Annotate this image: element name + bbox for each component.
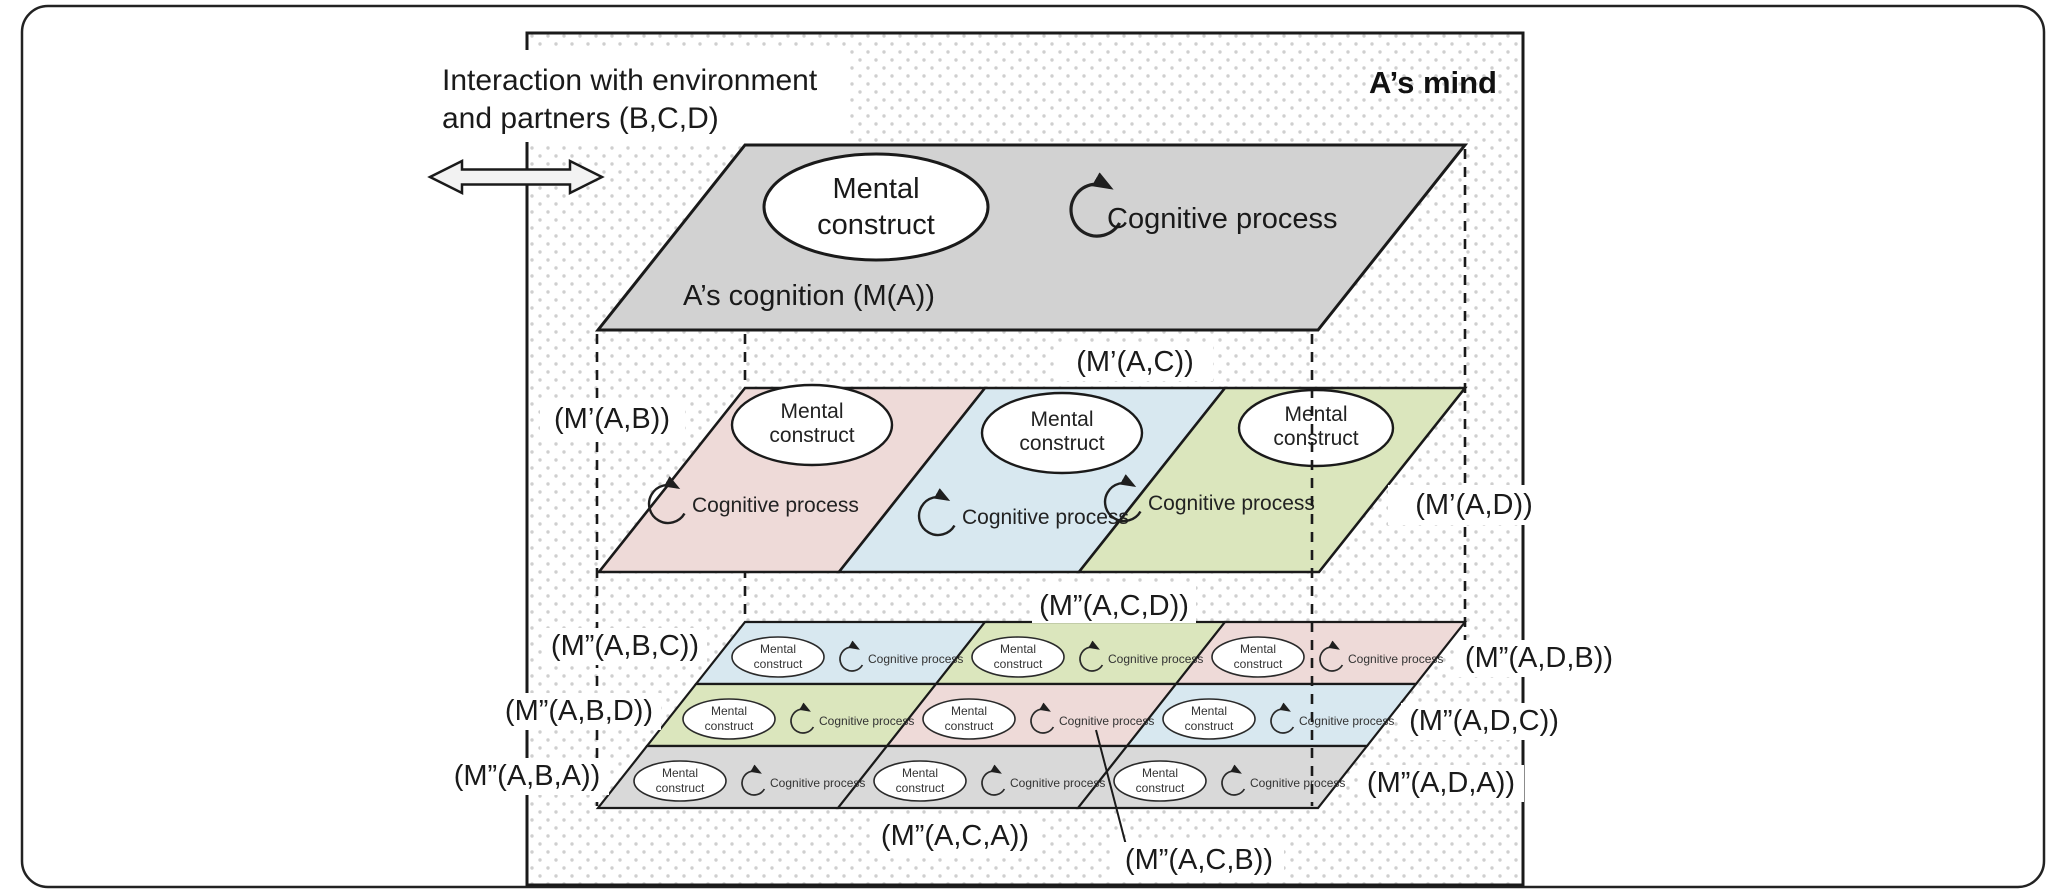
cognitive-process-label: Cognitive process <box>1299 714 1394 728</box>
triadic-cell-content: Mental construct Cognitive process <box>922 698 1154 740</box>
mental-construct-ellipse <box>762 152 990 262</box>
mental-construct-ellipse <box>1237 388 1395 468</box>
cognitive-process-label: Cognitive process <box>692 494 859 517</box>
mental-construct-ellipse <box>971 636 1065 678</box>
double-arrow-icon <box>427 158 605 196</box>
mental-construct-label-line2: construct <box>817 209 935 241</box>
label-m-prime-ad: (M’(A,D)) <box>1415 489 1533 521</box>
mental-construct-label-line2: construct <box>754 657 803 671</box>
triadic-cell-content: Mental construct Cognitive process <box>682 698 914 740</box>
mental-construct-label-line1: Mental <box>760 642 796 656</box>
cognitive-process-label: Cognitive process <box>1059 714 1154 728</box>
mental-construct-label-line2: construct <box>705 719 754 733</box>
mental-construct-label-line1: Mental <box>1000 642 1036 656</box>
label-bg <box>1401 703 1567 740</box>
mental-construct-ellipse <box>1211 636 1305 678</box>
triadic-cell-content: Mental construct Cognitive process <box>873 760 1105 802</box>
label-m-doubleprime-ada: (M”(A,D,A)) <box>1367 767 1515 799</box>
triadic-cell-content: Mental construct Cognitive process <box>731 636 963 678</box>
label-m-doubleprime-adc: (M”(A,D,C)) <box>1409 705 1559 737</box>
label-bg <box>1388 485 1560 525</box>
mental-construct-label-line2: construct <box>769 424 854 447</box>
cognitive-process-label: Cognitive process <box>962 506 1129 529</box>
mental-construct-ellipse <box>922 698 1016 740</box>
interaction-label-line2: and partners (B,C,D) <box>442 102 719 135</box>
label-bg <box>436 50 848 142</box>
mental-construct-label-line1: Mental <box>832 173 919 205</box>
label-bg <box>1456 640 1622 677</box>
mental-construct-label-line2: construct <box>994 657 1043 671</box>
interaction-annotation: Interaction with environment and partner… <box>427 50 848 196</box>
mental-construct-label-line1: Mental <box>1142 766 1178 780</box>
triadic-cell-content: Mental construct Cognitive process <box>1211 636 1443 678</box>
mental-construct-ellipse <box>1162 698 1256 740</box>
bottom-layer-triadic-grid: Mental construct Cognitive process Menta… <box>595 620 1468 810</box>
mental-construct-label-line2: construct <box>1019 432 1104 455</box>
callout-line <box>1095 729 1127 846</box>
cognitive-process-label: Cognitive process <box>770 776 865 790</box>
triadic-cell-content: Mental construct Cognitive process <box>1162 698 1394 740</box>
mind-title: A’s mind <box>1369 65 1497 100</box>
label-m-doubleprime-aca: (M”(A,C,A)) <box>881 820 1029 852</box>
mental-construct-label-line2: construct <box>1273 427 1358 450</box>
label-m-prime-ab: (M’(A,B)) <box>554 403 670 435</box>
cognitive-process-label: Cognitive process <box>1108 652 1203 666</box>
mental-construct-label-line2: construct <box>896 781 945 795</box>
label-m-prime-ac: (M’(A,C)) <box>1076 346 1194 378</box>
label-m-doubleprime-acd: (M”(A,C,D)) <box>1039 590 1189 622</box>
mental-construct-ellipse <box>730 383 894 467</box>
mental-construct-label-line2: construct <box>1234 657 1283 671</box>
interaction-label-line1: Interaction with environment <box>442 64 818 97</box>
mental-construct-label-line2: construct <box>945 719 994 733</box>
cognitive-process-label: Cognitive process <box>819 714 914 728</box>
mental-construct-label-line1: Mental <box>662 766 698 780</box>
mental-construct-label-line1: Mental <box>951 704 987 718</box>
label-m-doubleprime-adb: (M”(A,D,B)) <box>1465 642 1613 674</box>
middle-layer-dyadic: Mental construct Cognitive process Menta… <box>596 383 1468 574</box>
cognitive-process-label: Cognitive process <box>1250 776 1345 790</box>
mental-construct-label-line1: Mental <box>1030 408 1093 431</box>
mental-construct-label-line2: construct <box>1185 719 1234 733</box>
label-bg <box>1358 765 1524 802</box>
mental-construct-ellipse <box>731 636 825 678</box>
label-bg <box>497 693 661 730</box>
cognitive-process-label: Cognitive process <box>868 652 963 666</box>
label-bg <box>540 399 685 439</box>
label-m-doubleprime-abc: (M”(A,B,C)) <box>551 630 699 662</box>
mental-construct-label-line2: construct <box>656 781 705 795</box>
cognitive-process-label: Cognitive process <box>1348 652 1443 666</box>
cognitive-process-label: Cognitive process <box>1148 492 1315 515</box>
triadic-cell-content: Mental construct Cognitive process <box>1113 760 1345 802</box>
cognition-caption: A’s cognition (M(A)) <box>683 280 935 312</box>
mental-construct-ellipse <box>980 391 1144 475</box>
top-layer-cognition: Mental construct Cognitive process A’s c… <box>594 143 1469 332</box>
mental-construct-label-line2: construct <box>1136 781 1185 795</box>
mental-construct-ellipse <box>1113 760 1207 802</box>
label-m-doubleprime-aba: (M”(A,B,A)) <box>454 760 601 792</box>
mental-construct-label-line1: Mental <box>1284 403 1347 426</box>
label-bg <box>1057 342 1213 381</box>
label-bg <box>445 758 609 795</box>
label-bg <box>870 818 1040 855</box>
cognitive-process-label: Cognitive process <box>1107 203 1338 235</box>
mental-construct-label-line1: Mental <box>1191 704 1227 718</box>
label-bg <box>543 628 707 665</box>
mental-construct-label-line1: Mental <box>902 766 938 780</box>
mental-construct-ellipse <box>682 698 776 740</box>
label-bg <box>1114 842 1284 879</box>
mental-construct-label-line1: Mental <box>1240 642 1276 656</box>
cognitive-process-label: Cognitive process <box>1010 776 1105 790</box>
label-m-doubleprime-abd: (M”(A,B,D)) <box>505 695 653 727</box>
triadic-cell-content: Mental construct Cognitive process <box>971 636 1203 678</box>
triadic-cell-content: Mental construct Cognitive process <box>633 760 865 802</box>
label-bg <box>1032 586 1196 623</box>
layer-labels: (M’(A,B)) (M’(A,C)) (M’(A,D)) (M”(A,C,D)… <box>445 342 1622 879</box>
mental-construct-ellipse <box>633 760 727 802</box>
label-m-doubleprime-acb: (M”(A,C,B)) <box>1125 844 1273 876</box>
mental-construct-label-line1: Mental <box>780 400 843 423</box>
mental-construct-ellipse <box>873 760 967 802</box>
mental-construct-label-line1: Mental <box>711 704 747 718</box>
